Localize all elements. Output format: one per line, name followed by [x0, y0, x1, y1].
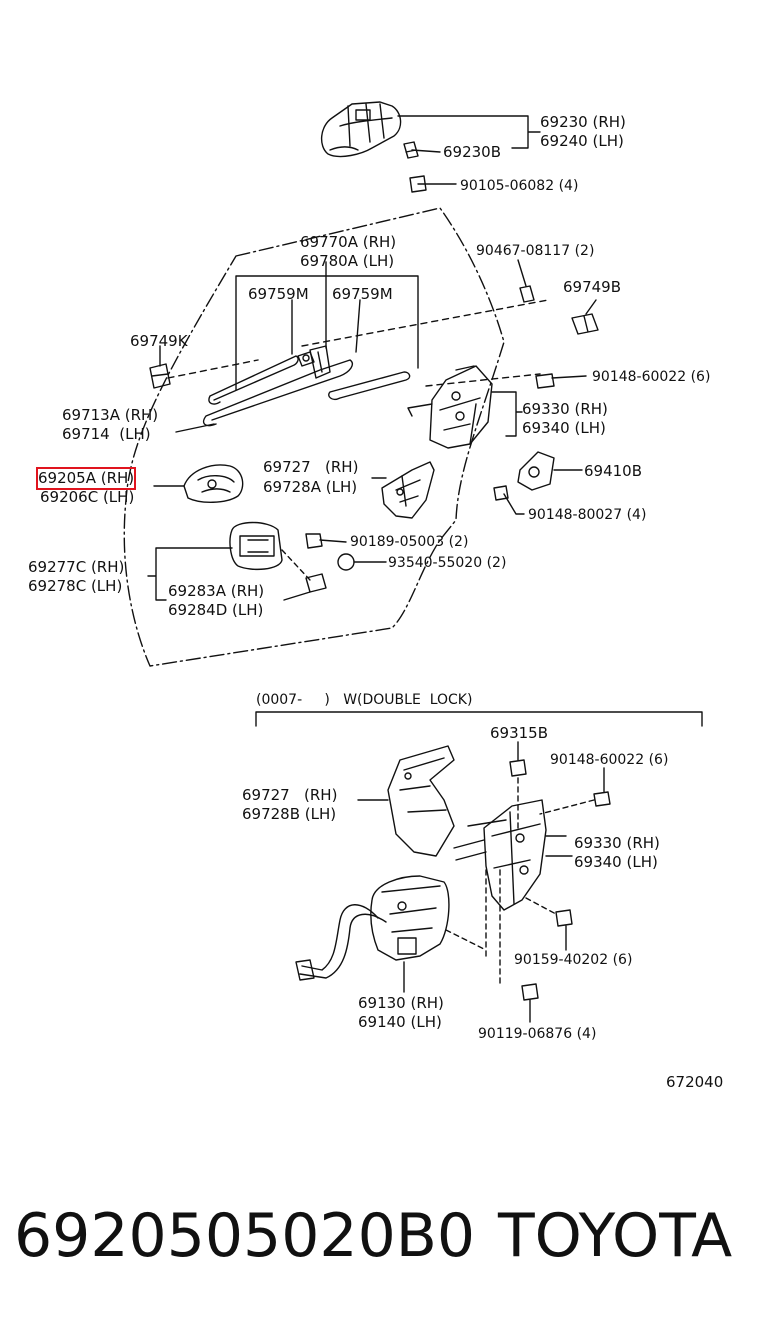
label-variant: (0007- ) W(DOUBLE LOCK): [256, 692, 473, 708]
door-lock-bottom: [453, 799, 547, 911]
clip-69749K: [149, 363, 171, 389]
screw-90148-80027: [493, 485, 525, 515]
label-69330-top: 69330 (RH): [522, 400, 608, 418]
cover-69727-bottom: [387, 745, 455, 857]
label-69713A: 69713A (RH): [62, 406, 159, 424]
bolt-69230B: [403, 141, 419, 159]
label-69728B: 69728B (LH): [242, 805, 337, 823]
label-69140: 69140 (LH): [358, 1013, 442, 1031]
label-69278C: 69278C (LH): [28, 577, 123, 595]
label-69749B: 69749B: [563, 278, 622, 296]
label-69727-bottom: 69727 (RH): [242, 786, 338, 804]
label-69759M-a: 69759M: [248, 285, 309, 303]
label-90119: 90119-06876 (4): [478, 1026, 597, 1042]
label-69714: 69714 (LH): [62, 425, 151, 443]
label-90148-80027: 90148-80027 (4): [528, 507, 647, 523]
clip-69749B: [571, 299, 599, 335]
door-outline: [123, 207, 505, 667]
screw-90148-60022-top: [535, 373, 587, 389]
clip-69759M-a: [297, 351, 315, 367]
screw-90119: [521, 983, 539, 1023]
label-69205A-highlighted: 69205A (RH): [35, 467, 137, 490]
clip-69283A: [305, 573, 327, 593]
outside-handle-part: [321, 101, 402, 158]
label-93540: 93540-55020 (2): [388, 555, 507, 571]
label-69340-top: 69340 (LH): [522, 419, 606, 437]
label-69770A: 69770A (RH): [300, 233, 397, 251]
label-90159: 90159-40202 (6): [514, 952, 633, 968]
label-69230B: 69230B: [443, 143, 502, 161]
cover-69727-top: [381, 461, 435, 519]
label-69749K: 69749K: [130, 332, 188, 350]
clip-90467: [517, 259, 535, 303]
label-69410B: 69410B: [584, 462, 643, 480]
label-69728A: 69728A (LH): [263, 478, 358, 496]
label-69315B: 69315B: [490, 724, 549, 742]
label-69780A: 69780A (LH): [300, 252, 395, 270]
label-69230: 69230 (RH): [540, 113, 626, 131]
footer-part-number: 6920505020B0: [14, 1201, 476, 1271]
screw-69315B: [509, 741, 527, 777]
footer-brand: TOYOTA: [498, 1201, 733, 1271]
label-69759M-b: 69759M: [332, 285, 393, 303]
label-90148-60022-bottom: 90148-60022 (6): [550, 752, 669, 768]
actuator-69130: [370, 875, 450, 961]
screw-90159: [555, 909, 573, 951]
clip-93540: [337, 553, 387, 571]
screw-90189: [305, 533, 347, 549]
footer: 6920505020B0 TOYOTA: [14, 1196, 754, 1276]
label-90105: 90105-06082 (4): [460, 178, 579, 194]
label-69277C: 69277C (RH): [28, 558, 125, 576]
label-69130: 69130 (RH): [358, 994, 444, 1012]
label-69727-top: 69727 (RH): [263, 458, 359, 476]
label-69206C: 69206C (LH): [40, 488, 135, 506]
label-90467: 90467-08117 (2): [476, 243, 595, 259]
bezel-69277C: [229, 521, 283, 571]
label-69284D: 69284D (LH): [168, 601, 264, 619]
label-69330-bottom: 69330 (RH): [574, 834, 660, 852]
striker-69410B: [517, 451, 583, 491]
label-69340-bottom: 69340 (LH): [574, 853, 658, 871]
label-69240: 69240 (LH): [540, 132, 624, 150]
inside-handle-69205A: [183, 464, 244, 503]
label-diagram-id: 672040: [666, 1073, 724, 1091]
bolt-90105: [409, 175, 457, 193]
label-69283A: 69283A (RH): [168, 582, 265, 600]
door-lock-top: [407, 365, 493, 449]
clip-69759M-b: [309, 345, 331, 379]
screw-90148-60022-bottom: [593, 767, 611, 807]
label-90189: 90189-05003 (2): [350, 534, 469, 550]
label-90148-60022-top: 90148-60022 (6): [592, 369, 711, 385]
